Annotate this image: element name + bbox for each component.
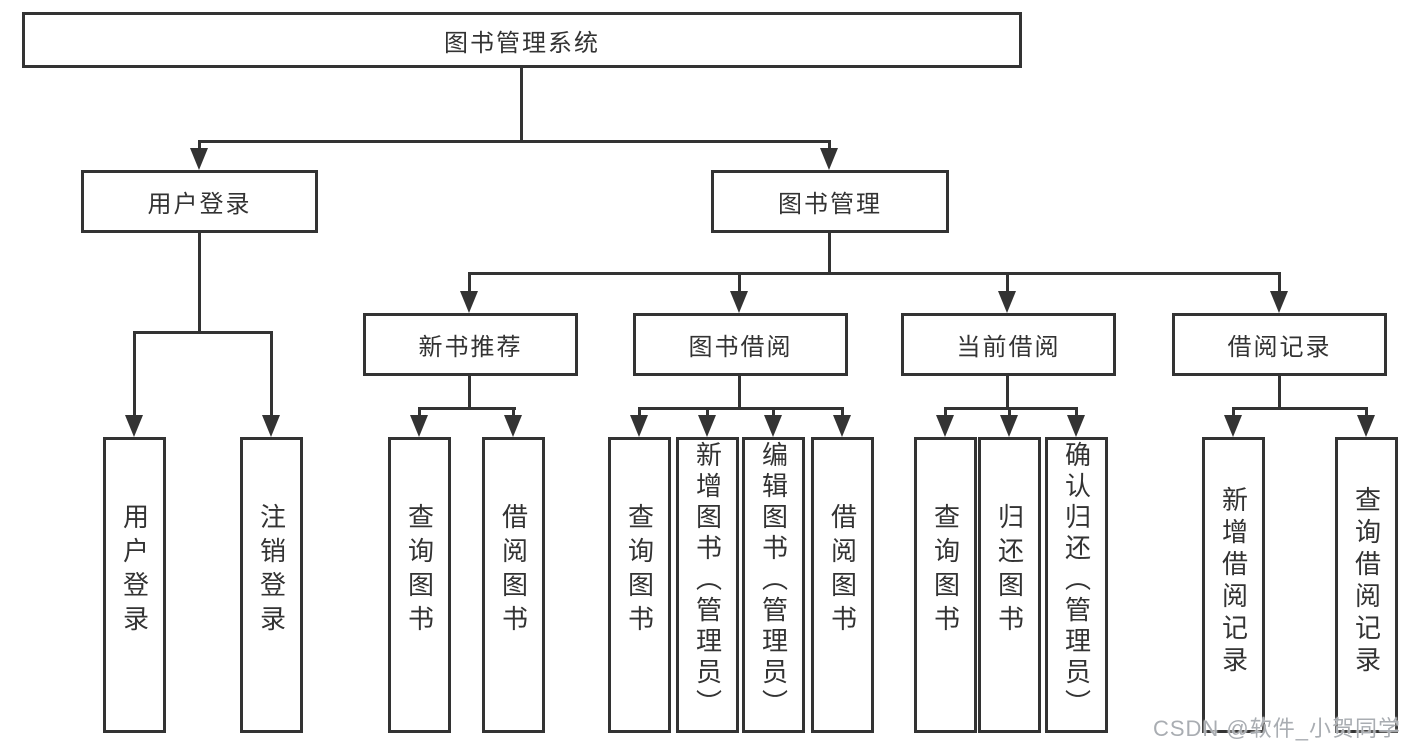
connector-line bbox=[1006, 376, 1009, 410]
arrowhead-down-icon bbox=[1224, 415, 1242, 437]
node-current-borrowing-label: 当前借阅 bbox=[956, 334, 1061, 361]
leaf-query-books-borrowing: 查询图书 bbox=[608, 437, 671, 733]
leaf-user-login: 用户登录 bbox=[103, 437, 166, 733]
arrowhead-down-icon bbox=[698, 415, 716, 437]
leaf-query-books-current-label: 查询图书 bbox=[930, 503, 961, 639]
node-book-borrowing: 图书借阅 bbox=[633, 313, 848, 376]
leaf-borrow-books-borrowing: 借阅图书 bbox=[811, 437, 874, 733]
connector-line bbox=[1232, 407, 1235, 419]
node-user-login-group-label: 用户登录 bbox=[147, 191, 252, 218]
arrowhead-down-icon bbox=[820, 148, 838, 170]
arrowhead-down-icon bbox=[1000, 415, 1018, 437]
arrowhead-down-icon bbox=[460, 291, 478, 313]
arrowhead-down-icon bbox=[833, 415, 851, 437]
connector-line bbox=[772, 407, 775, 419]
arrowhead-down-icon bbox=[936, 415, 954, 437]
connector-line bbox=[738, 272, 741, 296]
leaf-query-borrow-record: 查询借阅记录 bbox=[1335, 437, 1398, 733]
leaf-query-books-current: 查询图书 bbox=[914, 437, 977, 733]
leaf-logout-label: 注销登录 bbox=[256, 503, 287, 639]
connector-line bbox=[638, 407, 641, 419]
node-book-management: 图书管理 bbox=[711, 170, 949, 233]
node-new-book-recommend-label: 新书推荐 bbox=[418, 334, 523, 361]
connector-line bbox=[418, 407, 516, 410]
arrowhead-down-icon bbox=[764, 415, 782, 437]
connector-line bbox=[468, 376, 471, 410]
connector-line bbox=[1278, 272, 1281, 296]
leaf-confirm-return-admin: 确认归还（管理员） bbox=[1045, 437, 1108, 733]
node-library-system: 图书管理系统 bbox=[22, 12, 1022, 68]
connector-line bbox=[418, 407, 421, 419]
connector-line bbox=[1008, 407, 1011, 419]
arrowhead-down-icon bbox=[730, 291, 748, 313]
connector-line bbox=[944, 407, 1078, 410]
connector-line bbox=[198, 140, 831, 143]
connector-line bbox=[1006, 272, 1009, 296]
arrowhead-down-icon bbox=[630, 415, 648, 437]
leaf-borrow-books-recommend-label: 借阅图书 bbox=[498, 503, 529, 639]
leaf-return-books: 归还图书 bbox=[978, 437, 1041, 733]
leaf-edit-books-admin: 编辑图书（管理员） bbox=[742, 437, 805, 733]
leaf-query-borrow-record-label: 查询借阅记录 bbox=[1351, 486, 1382, 678]
arrowhead-down-icon bbox=[410, 415, 428, 437]
leaf-add-books-admin-label: 新增图书（管理员） bbox=[692, 440, 723, 720]
leaf-add-borrow-record-label: 新增借阅记录 bbox=[1218, 486, 1249, 678]
node-borrow-records: 借阅记录 bbox=[1172, 313, 1387, 376]
connector-line bbox=[738, 376, 741, 410]
leaf-add-borrow-record: 新增借阅记录 bbox=[1202, 437, 1265, 733]
connector-line bbox=[198, 140, 201, 152]
node-current-borrowing: 当前借阅 bbox=[901, 313, 1116, 376]
connector-line bbox=[198, 233, 201, 334]
leaf-query-books-recommend-label: 查询图书 bbox=[404, 503, 435, 639]
arrowhead-down-icon bbox=[1357, 415, 1375, 437]
leaf-user-login-label: 用户登录 bbox=[119, 503, 150, 639]
arrowhead-down-icon bbox=[125, 415, 143, 437]
arrowhead-down-icon bbox=[190, 148, 208, 170]
arrowhead-down-icon bbox=[504, 415, 522, 437]
node-book-borrowing-label: 图书借阅 bbox=[688, 334, 793, 361]
leaf-query-books-recommend: 查询图书 bbox=[388, 437, 451, 733]
leaf-edit-books-admin-label: 编辑图书（管理员） bbox=[758, 440, 789, 720]
node-new-book-recommend: 新书推荐 bbox=[363, 313, 578, 376]
connector-line bbox=[1232, 407, 1368, 410]
connector-line bbox=[1075, 407, 1078, 419]
connector-line bbox=[1365, 407, 1368, 419]
leaf-return-books-label: 归还图书 bbox=[994, 503, 1025, 639]
node-user-login-group: 用户登录 bbox=[81, 170, 318, 233]
connector-line bbox=[1278, 376, 1281, 410]
node-book-management-label: 图书管理 bbox=[778, 191, 882, 218]
node-library-system-label: 图书管理系统 bbox=[444, 29, 600, 57]
arrowhead-down-icon bbox=[1067, 415, 1085, 437]
connector-line bbox=[828, 233, 831, 275]
leaf-confirm-return-admin-label: 确认归还（管理员） bbox=[1061, 440, 1092, 720]
connector-line bbox=[706, 407, 709, 419]
leaf-borrow-books-borrowing-label: 借阅图书 bbox=[827, 503, 858, 639]
connector-line bbox=[944, 407, 947, 419]
connector-line bbox=[133, 331, 273, 334]
connector-line bbox=[638, 407, 844, 410]
connector-line bbox=[841, 407, 844, 419]
arrowhead-down-icon bbox=[998, 291, 1016, 313]
leaf-add-books-admin: 新增图书（管理员） bbox=[676, 437, 739, 733]
node-borrow-records-label: 借阅记录 bbox=[1227, 334, 1332, 361]
connector-line bbox=[512, 407, 515, 419]
connector-line bbox=[828, 140, 831, 152]
connector-line bbox=[133, 331, 136, 419]
connector-line bbox=[468, 272, 471, 296]
connector-line bbox=[520, 68, 523, 142]
leaf-query-books-borrowing-label: 查询图书 bbox=[624, 503, 655, 639]
arrowhead-down-icon bbox=[262, 415, 280, 437]
arrowhead-down-icon bbox=[1270, 291, 1288, 313]
leaf-borrow-books-recommend: 借阅图书 bbox=[482, 437, 545, 733]
leaf-logout: 注销登录 bbox=[240, 437, 303, 733]
connector-line bbox=[468, 272, 1281, 275]
connector-line bbox=[270, 331, 273, 419]
csdn-watermark: CSDN @软件_小贺同学 bbox=[1152, 716, 1401, 741]
